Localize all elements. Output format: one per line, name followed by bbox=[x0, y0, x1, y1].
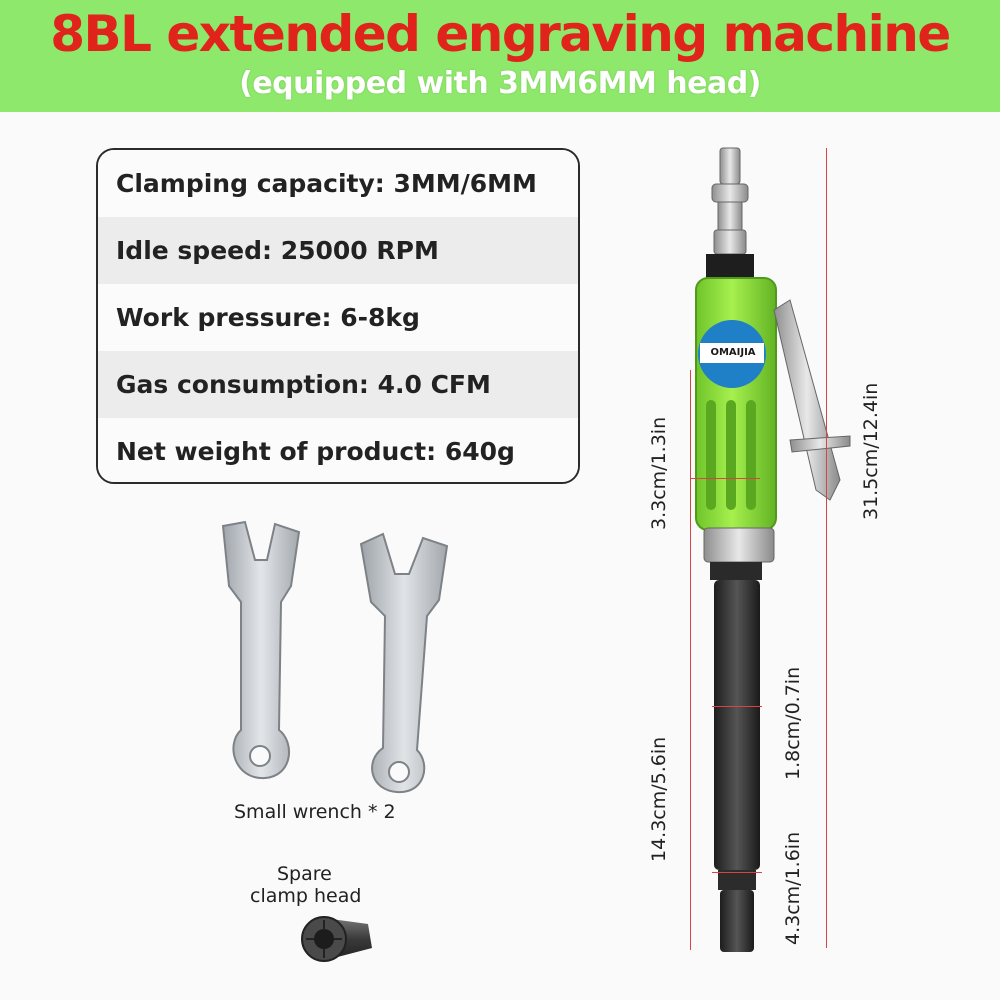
shaft-diameter-label: 1.8cm/0.7in bbox=[782, 666, 804, 780]
total-length-line bbox=[826, 148, 827, 948]
extension-length-label: 14.3cm/5.6in bbox=[648, 736, 670, 862]
body-length-line bbox=[690, 370, 691, 580]
spec-row-idle-speed: Idle speed: 25000 RPM bbox=[98, 217, 578, 284]
wrench-caption: Small wrench * 2 bbox=[234, 801, 396, 823]
wrench-icon bbox=[221, 520, 301, 780]
spec-row-work-pressure: Work pressure: 6-8kg bbox=[98, 284, 578, 351]
body-length-label: 3.3cm/1.3in bbox=[648, 416, 670, 530]
page-subtitle: (equipped with 3MM6MM head) bbox=[239, 66, 761, 101]
total-length-label: 31.5cm/12.4in bbox=[860, 382, 882, 520]
header-banner: 8BL extended engraving machine (equipped… bbox=[0, 0, 1000, 112]
tip-length-label: 4.3cm/1.6in bbox=[782, 831, 804, 945]
collet-icon bbox=[301, 916, 372, 962]
shaft-diameter-line bbox=[712, 706, 762, 707]
spec-row-net-weight: Net weight of product: 640g bbox=[98, 418, 578, 482]
spec-row-gas-consumption: Gas consumption: 4.0 CFM bbox=[98, 351, 578, 418]
tool-brand-label: OMAIJIA bbox=[710, 347, 756, 358]
extension-length-line bbox=[690, 580, 691, 950]
spec-row-clamping: Clamping capacity: 3MM/6MM bbox=[98, 150, 578, 217]
engraving-tool-illustration bbox=[695, 147, 851, 952]
body-diameter-line bbox=[690, 478, 760, 479]
collet-caption-line1: Spare bbox=[277, 863, 332, 885]
tip-length-line bbox=[712, 872, 762, 873]
spec-table: Clamping capacity: 3MM/6MM Idle speed: 2… bbox=[96, 148, 580, 484]
page-title: 8BL extended engraving machine bbox=[50, 5, 951, 63]
wrench-icon bbox=[359, 532, 449, 794]
collet-caption-line2: clamp head bbox=[250, 885, 362, 907]
